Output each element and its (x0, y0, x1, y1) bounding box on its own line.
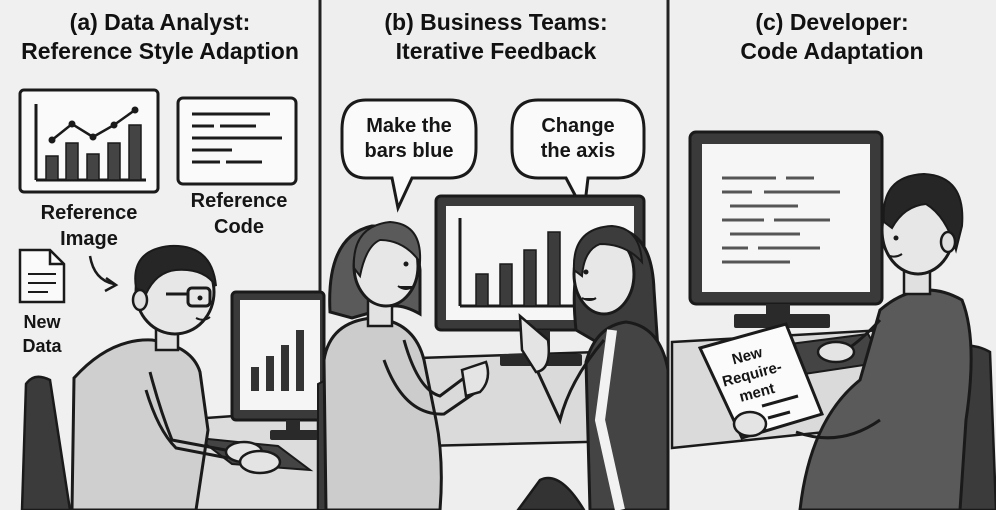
speech-bubble-left-line2: bars blue (364, 140, 454, 162)
panel-b-title-line2: Iterative Feedback (395, 38, 597, 64)
reference-image-label: Reference Image (24, 200, 154, 252)
reference-image-label-line2: Image (60, 228, 118, 250)
speech-bubble-left-line1: Make the (366, 115, 452, 137)
reference-code-label-line2: Code (214, 216, 264, 238)
reference-image-label-line1: Reference (40, 202, 138, 224)
monitor-c (688, 130, 884, 328)
speech-bubble-left (340, 98, 478, 213)
panel-a-title-line1: (a) Data Analyst: (69, 9, 251, 35)
reference-code-card (176, 96, 298, 186)
reference-image-card (18, 88, 160, 194)
new-data-label-line2: Data (22, 336, 62, 356)
analyst-figure (70, 244, 282, 510)
woman-left-figure (322, 220, 490, 510)
new-data-label-line1: New (23, 312, 61, 332)
document-icon (18, 248, 66, 304)
new-data-label: New Data (12, 310, 72, 358)
reference-code-label-line1: Reference (190, 190, 288, 212)
panel-a-title: (a) Data Analyst: Reference Style Adapti… (0, 8, 320, 66)
developer-figure (795, 172, 973, 510)
monitor-a (230, 290, 326, 440)
panel-b-title-line1: (b) Business Teams: (384, 9, 608, 35)
panel-c-title: (c) Developer: Code Adaptation (672, 8, 992, 66)
arrow-icon (88, 255, 115, 286)
speech-bubble-left-text: Make the bars blue (344, 114, 474, 164)
reference-code-label: Reference Code (174, 188, 304, 240)
requirement-paper (697, 322, 825, 440)
panel-c-title-line2: Code Adaptation (740, 38, 924, 64)
panel-b-title: (b) Business Teams: Iterative Feedback (334, 8, 658, 66)
panel-a-title-line2: Reference Style Adaption (21, 38, 299, 64)
speech-bubble-right-text: Change the axis (514, 114, 642, 164)
chair-a (20, 375, 72, 510)
speech-bubble-right-line1: Change (541, 115, 615, 137)
woman-right-figure (516, 224, 670, 510)
panel-c-title-line1: (c) Developer: (755, 9, 909, 35)
developer-hand (732, 410, 768, 438)
speech-bubble-right-line2: the axis (540, 140, 616, 162)
